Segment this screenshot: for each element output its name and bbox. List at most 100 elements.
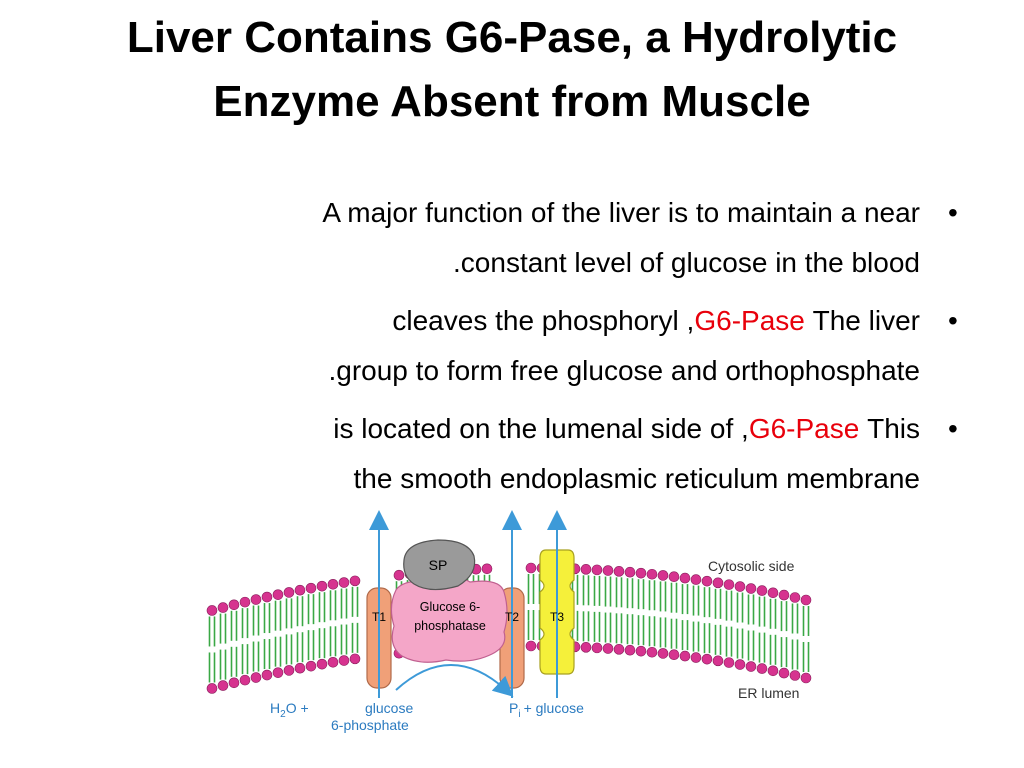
- hydrolysis-arrow: [395, 664, 514, 697]
- lipid-head: [635, 645, 647, 657]
- lipid-head: [283, 587, 295, 598]
- lipid-head: [349, 575, 361, 587]
- slide-title: Liver Contains G6-Pase, a Hydrolytic Enz…: [126, 13, 898, 126]
- bullet-item-1: A major function of the liver is to main…: [40, 188, 984, 288]
- bullet-marker: •: [948, 197, 958, 228]
- bullet-item-2: The liver G6-Pase, cleaves the phosphory…: [40, 296, 984, 396]
- lipid-head: [668, 649, 680, 661]
- bullet-1-line-2: constant level of glucose in the blood.: [453, 247, 920, 278]
- bullet-2-line-2: group to form free glucose and orthophos…: [328, 355, 920, 386]
- bullet-3-highlight: G6-Pase: [748, 413, 860, 444]
- lipid-head: [261, 669, 273, 681]
- lipid-head: [316, 658, 328, 670]
- t2-label: T2: [505, 610, 519, 624]
- lipid-head: [690, 574, 702, 585]
- lipid-head: [657, 570, 669, 581]
- lipid-head: [580, 564, 592, 575]
- lipid-head: [767, 665, 779, 677]
- lipid-head: [327, 578, 339, 590]
- lipid-head: [294, 662, 306, 674]
- lipid-head: [800, 672, 812, 684]
- pi-p: P: [509, 700, 518, 716]
- lipid-head: [789, 670, 801, 681]
- t1-label: T1: [372, 610, 386, 624]
- lipid-head: [591, 642, 603, 654]
- lipid-head: [206, 605, 218, 616]
- lipid-head: [767, 587, 779, 599]
- bullet-2-text-b: , cleaves the phosphoryl: [392, 305, 695, 336]
- lipid-head: [228, 599, 240, 611]
- lipid-head: [283, 665, 295, 676]
- lipid-head: [393, 569, 405, 581]
- lipid-head: [217, 602, 229, 613]
- lipid-head: [250, 594, 262, 605]
- t3-label: T3: [550, 610, 564, 624]
- lipid-head: [239, 674, 251, 686]
- lipid-head: [338, 577, 350, 588]
- er-membrane-diagram: SP Glucose 6- phosphatase T1 T2 T3 Cytos…: [206, 510, 812, 733]
- lipid-head: [635, 567, 647, 579]
- lipid-head: [646, 646, 658, 658]
- lipid-head: [272, 667, 284, 678]
- lipid-head: [338, 655, 350, 666]
- bullet-2-text-a: The liver: [804, 305, 920, 336]
- lipid-head: [272, 589, 284, 600]
- bullet-3-text-a: This: [859, 413, 920, 444]
- lipid-head: [613, 566, 625, 577]
- lipid-head: [778, 667, 790, 679]
- bullet-item-3: This G6-Pase, is located on the lumenal …: [40, 404, 984, 504]
- lipid-head: [679, 650, 691, 662]
- lipid-head: [668, 571, 680, 583]
- lipid-head: [646, 568, 658, 580]
- lipid-head: [690, 652, 702, 663]
- lipid-head: [261, 591, 273, 603]
- lipid-head: [701, 575, 713, 587]
- lipid-head: [327, 656, 339, 668]
- lipid-head: [723, 579, 735, 590]
- lipid-head: [580, 642, 592, 653]
- bullet-marker: •: [948, 413, 958, 444]
- lipid-head: [745, 583, 757, 594]
- h2o-subscript: 2: [280, 709, 286, 720]
- sp-protein: [403, 539, 476, 591]
- lipid-head: [525, 562, 537, 574]
- lipid-head: [250, 672, 262, 683]
- lipid-head: [701, 653, 713, 665]
- h2o-h: H: [270, 700, 280, 716]
- lipid-head: [624, 644, 636, 656]
- lipid-head: [778, 589, 790, 601]
- bullet-2-highlight: G6-Pase: [694, 305, 805, 336]
- substrate-6p-label: 6-phosphate: [331, 717, 409, 733]
- lipid-head: [800, 594, 812, 606]
- lipid-head: [624, 566, 636, 578]
- lipid-head: [657, 648, 669, 659]
- lipid-head: [679, 572, 691, 584]
- lipid-head: [712, 655, 724, 667]
- lipid-head: [756, 663, 768, 674]
- cytosolic-side-label: Cytosolic side: [708, 558, 795, 574]
- product-glucose: + glucose: [524, 700, 585, 716]
- lipid-head: [525, 640, 537, 652]
- lipid-head: [305, 660, 317, 672]
- enzyme-label-line-1: Glucose 6-: [420, 600, 480, 614]
- lipid-head: [239, 596, 251, 608]
- lipid-head: [602, 565, 614, 576]
- lipid-head: [206, 683, 218, 694]
- bullet-3-line-2: the smooth endoplasmic reticulum membran…: [353, 463, 920, 494]
- enzyme-label-line-2: phosphatase: [414, 619, 486, 633]
- bullet-2-line-1: The liver G6-Pase, cleaves the phosphory…: [40, 296, 920, 346]
- pi-subscript: i: [518, 709, 520, 720]
- er-lumen-label: ER lumen: [738, 685, 799, 701]
- lipid-head: [602, 643, 614, 654]
- bullet-3-text-b: , is located on the lumenal side of: [333, 413, 749, 444]
- h2o-end: O +: [286, 700, 309, 716]
- bullet-text-3: This G6-Pase, is located on the lumenal …: [40, 404, 920, 504]
- bullet-marker: •: [948, 305, 958, 336]
- lipid-head: [481, 563, 493, 575]
- bullet-3-line-1: This G6-Pase, is located on the lumenal …: [40, 404, 920, 454]
- lipid-head: [228, 677, 240, 689]
- lipid-head: [316, 580, 328, 592]
- bullet-text-1: A major function of the liver is to main…: [40, 188, 920, 288]
- product-label: Pi + glucose: [509, 700, 584, 720]
- lipid-head: [734, 581, 746, 592]
